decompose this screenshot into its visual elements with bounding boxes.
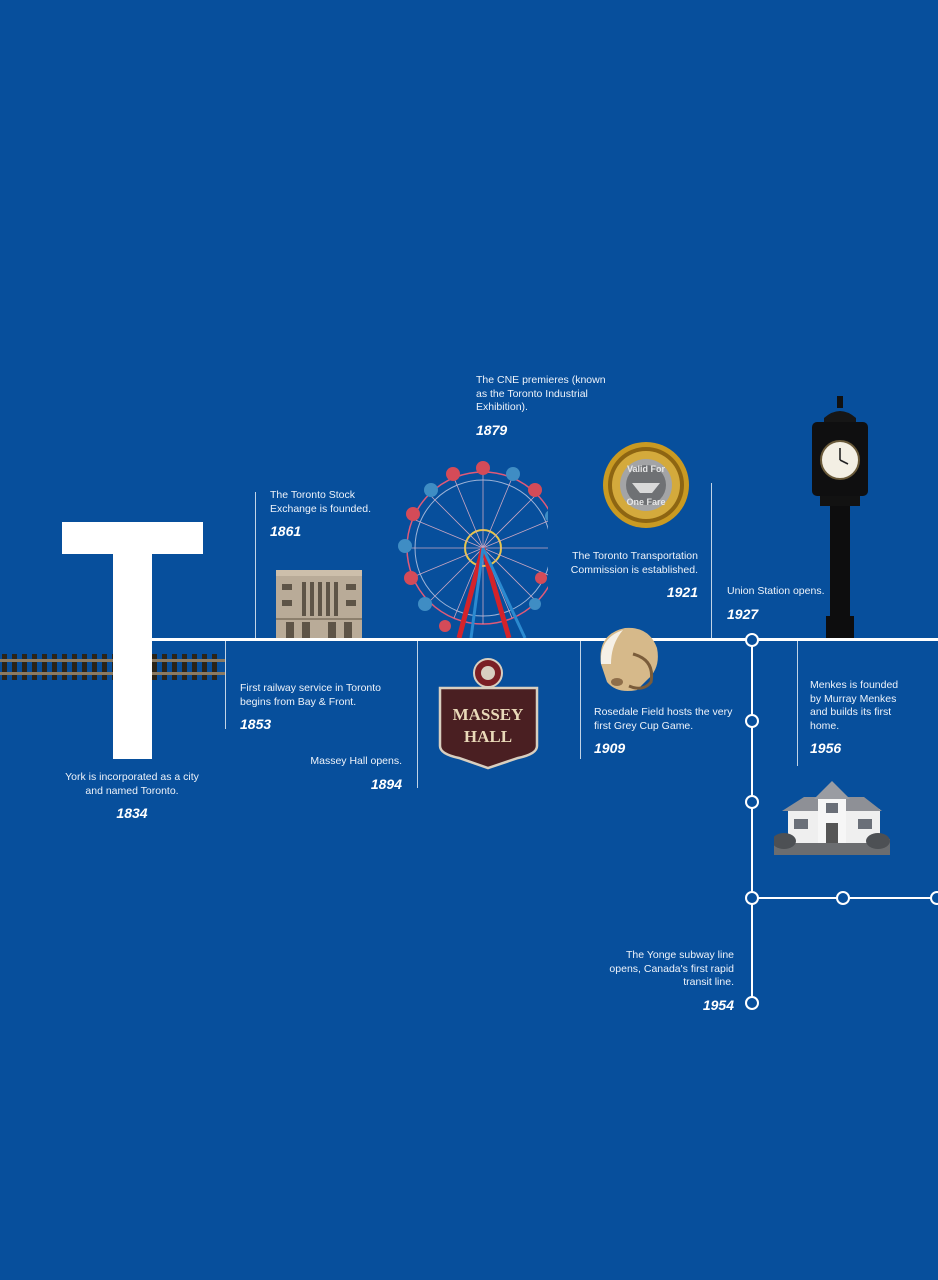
event-desc: Massey Hall opens.: [310, 755, 402, 767]
event-year: 1894: [370, 775, 402, 792]
event-desc: The CNE premieres (known as the Toronto …: [476, 374, 606, 413]
transit-token-icon: Valid For One Fare: [602, 441, 690, 529]
title-letter-t: T: [62, 522, 203, 759]
connector-1909: [580, 641, 581, 759]
event-1956: Menkes is founded by Murray Menkes and b…: [810, 679, 900, 756]
event-desc: Menkes is founded by Murray Menkes and b…: [810, 679, 899, 732]
subway-node: [836, 891, 850, 905]
event-1879: The CNE premieres (known as the Toronto …: [476, 374, 606, 438]
massey-hall-sign-icon: MASSEY HALL: [438, 658, 539, 770]
event-desc: First railway service in Toronto begins …: [240, 682, 382, 708]
football-helmet-icon: [593, 624, 665, 694]
event-year: 1921: [666, 584, 698, 600]
event-desc: The Yonge subway line opens, Canada's fi…: [609, 949, 734, 988]
event-desc: Union Station opens.: [727, 585, 825, 597]
stock-exchange-building-icon: [276, 570, 362, 638]
subway-node: [745, 795, 759, 809]
ferris-wheel-icon: [383, 446, 548, 638]
event-desc: Rosedale Field hosts the very first Grey…: [594, 706, 733, 732]
svg-text:One Fare: One Fare: [626, 497, 665, 507]
event-year: 1954: [702, 996, 734, 1013]
event-1921: The Toronto Transportation Commission is…: [558, 550, 698, 600]
connector-1853: [225, 641, 226, 729]
svg-text:MASSEY: MASSEY: [453, 705, 524, 724]
event-1834: York is incorporated as a city and named…: [62, 771, 202, 821]
event-year: 1927: [727, 605, 759, 622]
event-desc: York is incorporated as a city and named…: [65, 771, 199, 797]
event-desc: The Toronto Transportation Commission is…: [570, 550, 698, 576]
svg-text:HALL: HALL: [464, 727, 512, 746]
event-year: 1834: [116, 805, 148, 821]
connector-1894: [417, 641, 418, 788]
connector-1861: [255, 492, 256, 638]
house-icon: [774, 779, 890, 855]
subway-branch-vertical: [751, 640, 753, 1003]
subway-node: [745, 714, 759, 728]
event-desc: The Toronto Stock Exchange is founded.: [270, 489, 371, 515]
subway-node: [930, 891, 938, 905]
event-1954: The Yonge subway line opens, Canada's fi…: [604, 949, 734, 1013]
timeline-main-line: [150, 638, 938, 641]
event-1927: Union Station opens. 1927: [727, 585, 837, 622]
connector-1956: [797, 641, 798, 766]
event-1861: The Toronto Stock Exchange is founded. 1…: [270, 489, 380, 539]
event-year: 1879: [476, 421, 508, 438]
event-year: 1853: [240, 716, 272, 732]
event-1909: Rosedale Field hosts the very first Grey…: [594, 706, 734, 756]
event-year: 1956: [810, 740, 842, 756]
svg-text:Valid For: Valid For: [627, 464, 666, 474]
connector-1921: [711, 483, 712, 638]
event-1894: Massey Hall opens. 1894: [292, 755, 402, 792]
event-year: 1861: [270, 523, 302, 539]
event-year: 1909: [594, 740, 626, 756]
subway-node: [745, 891, 759, 905]
event-1853: First railway service in Toronto begins …: [240, 682, 400, 732]
subway-node: [745, 633, 759, 647]
subway-node: [745, 996, 759, 1010]
union-station-clock-icon: [808, 396, 872, 638]
